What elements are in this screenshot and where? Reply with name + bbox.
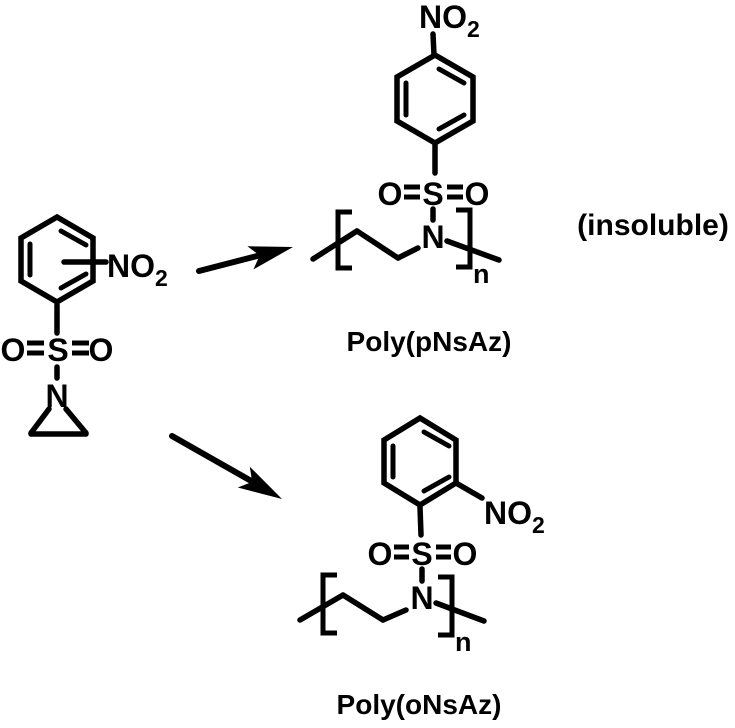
polymer-name-para: Poly(pNsAz) <box>347 326 512 357</box>
sulfur-label: S <box>47 332 68 368</box>
oxygen-label: O <box>89 332 114 368</box>
reaction-arrow-top <box>196 246 293 274</box>
nitro-ring-bond <box>453 480 485 501</box>
repeat-bracket-right <box>438 574 455 638</box>
aromatic-double-bond <box>436 66 467 86</box>
backbone-nitrogen-label: N <box>421 219 444 255</box>
nitro-group-label: NO2 <box>107 248 168 291</box>
sulfur-label: S <box>422 176 443 212</box>
polymer-name-ortho: Poly(oNsAz) <box>337 689 502 720</box>
reaction-arrow-bottom <box>169 433 282 499</box>
backbone-bond <box>354 228 401 261</box>
aziridine-nitrogen-label: N <box>45 378 68 414</box>
benzene-ring <box>18 213 96 306</box>
aziridine-bond <box>28 406 52 436</box>
arrow-shaft <box>196 252 264 274</box>
product-para-structure: NO2 O S O N n Poly(pNsAz) (insoluble) <box>310 0 729 357</box>
ring-sulfur-bond <box>417 504 424 538</box>
backbone-nitrogen-label: N <box>410 580 433 616</box>
aromatic-double-bond <box>58 271 89 291</box>
backbone-bond <box>433 600 487 624</box>
sulfur-label: S <box>411 536 432 572</box>
repeat-subscript: n <box>473 259 490 289</box>
aromatic-double-bond <box>436 112 467 132</box>
repeat-bracket-right <box>456 207 473 270</box>
product-ortho-structure: NO2 O S O N n Poly(oNsAz) <box>297 414 545 720</box>
arrow-head <box>247 246 293 270</box>
oxygen-label: O <box>378 176 403 212</box>
backbone-bond <box>380 607 409 623</box>
monomer-structure: NO2 O S O N <box>1 213 168 437</box>
aromatic-double-bond <box>58 228 89 248</box>
backbone-bond <box>444 238 502 263</box>
aromatic-double-bond <box>421 429 452 449</box>
oxygen-label: O <box>1 332 26 368</box>
repeat-bracket-left <box>320 572 337 636</box>
arrow-shaft <box>169 433 256 485</box>
oxygen-label: O <box>368 536 393 572</box>
arrow-head <box>237 466 282 499</box>
backbone-bond <box>340 592 386 623</box>
oxygen-label: O <box>453 536 478 572</box>
repeat-subscript: n <box>455 627 472 657</box>
repeat-bracket-left <box>335 209 352 271</box>
nitro-ring-bond <box>430 31 437 58</box>
nitro-group-label: NO2 <box>484 495 545 538</box>
nitro-group-label: NO2 <box>419 0 480 42</box>
aziridine-bond <box>63 406 89 436</box>
backbone-bond <box>310 228 360 262</box>
insoluble-note: (insoluble) <box>577 209 729 242</box>
aromatic-double-bond <box>421 474 452 494</box>
backbone-bond <box>395 245 421 261</box>
oxygen-label: O <box>465 176 490 212</box>
